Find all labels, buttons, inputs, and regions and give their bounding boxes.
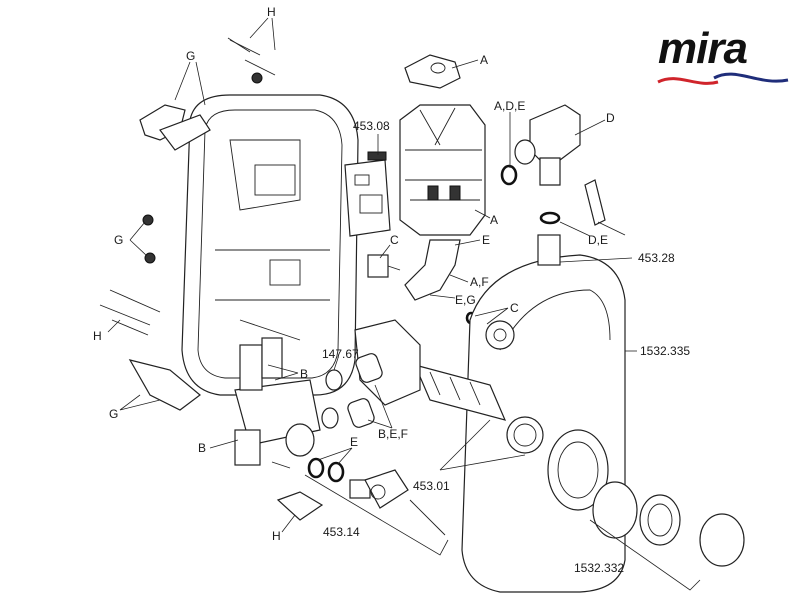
clip-g-bottom [128,359,201,411]
label-e-top: E [482,233,491,247]
backplate [181,94,359,396]
o-ring-ade [500,164,518,186]
screws-h-left [99,289,161,336]
clip-h-bottom [276,491,324,521]
label-b-lower: B [198,441,207,455]
label-a-mid: A [490,213,499,227]
label-453-14: 453.14 [323,525,360,539]
label-1532-335: 1532.335 [640,344,691,358]
seal-bef-1 [355,353,383,383]
label-g-bottom: G [109,407,119,421]
label-d: D [606,111,615,125]
inlet-manifold-b [234,337,321,469]
label-af: A,F [470,275,489,289]
mira-logo: mira [652,22,792,92]
screws-h-top [229,39,276,76]
washer-g-1 [142,214,154,226]
sensor-c [367,254,401,278]
pump-motor [399,104,486,236]
seal-bef-2 [347,398,375,428]
elbow-hose [404,239,461,301]
bracket-clip [584,179,606,226]
cartridge-453-01 [354,319,507,421]
pcb-453-08 [344,151,391,237]
solenoid-valve-d [514,104,581,186]
label-g-mid: G [114,233,124,247]
label-e-bottom: E [350,435,359,449]
logo-waves-icon [657,72,789,85]
o-ring-e1 [307,457,325,479]
check-valve-147-67-b [321,407,339,429]
label-1532-332: 1532.332 [574,561,625,575]
label-a-top: A [480,53,489,67]
gear-ring [485,320,544,454]
check-valve-147-67-a [325,369,343,391]
label-453-01: 453.01 [413,479,450,493]
logo-wordmark: mira [658,24,748,73]
screw-right [597,221,626,236]
cap-a [404,54,461,89]
label-h-left: H [93,329,102,343]
label-g-top: G [186,49,196,63]
washer-g-top [251,72,263,84]
washer-g-2 [144,252,156,264]
label-de: D,E [588,233,609,247]
label-eg: E,G [455,293,476,307]
outlet-453-14 [349,469,446,536]
label-bef: B,E,F [378,427,409,441]
o-ring-e2 [327,461,345,483]
label-h-bottom: H [272,529,281,543]
label-c-left: C [390,233,399,247]
label-h-top: H [267,5,276,19]
label-ade: A,D,E [494,99,526,113]
clip-g-top-2 [159,114,211,151]
label-453-08: 453.08 [353,119,390,133]
leader-lines [107,17,701,591]
knob-1532-332 [592,481,745,567]
label-b-upper: B [300,367,309,381]
label-c-right: C [510,301,519,315]
o-ring-de [539,211,561,225]
label-147-67: 147.67 [322,347,359,361]
label-453-28: 453.28 [638,251,675,265]
